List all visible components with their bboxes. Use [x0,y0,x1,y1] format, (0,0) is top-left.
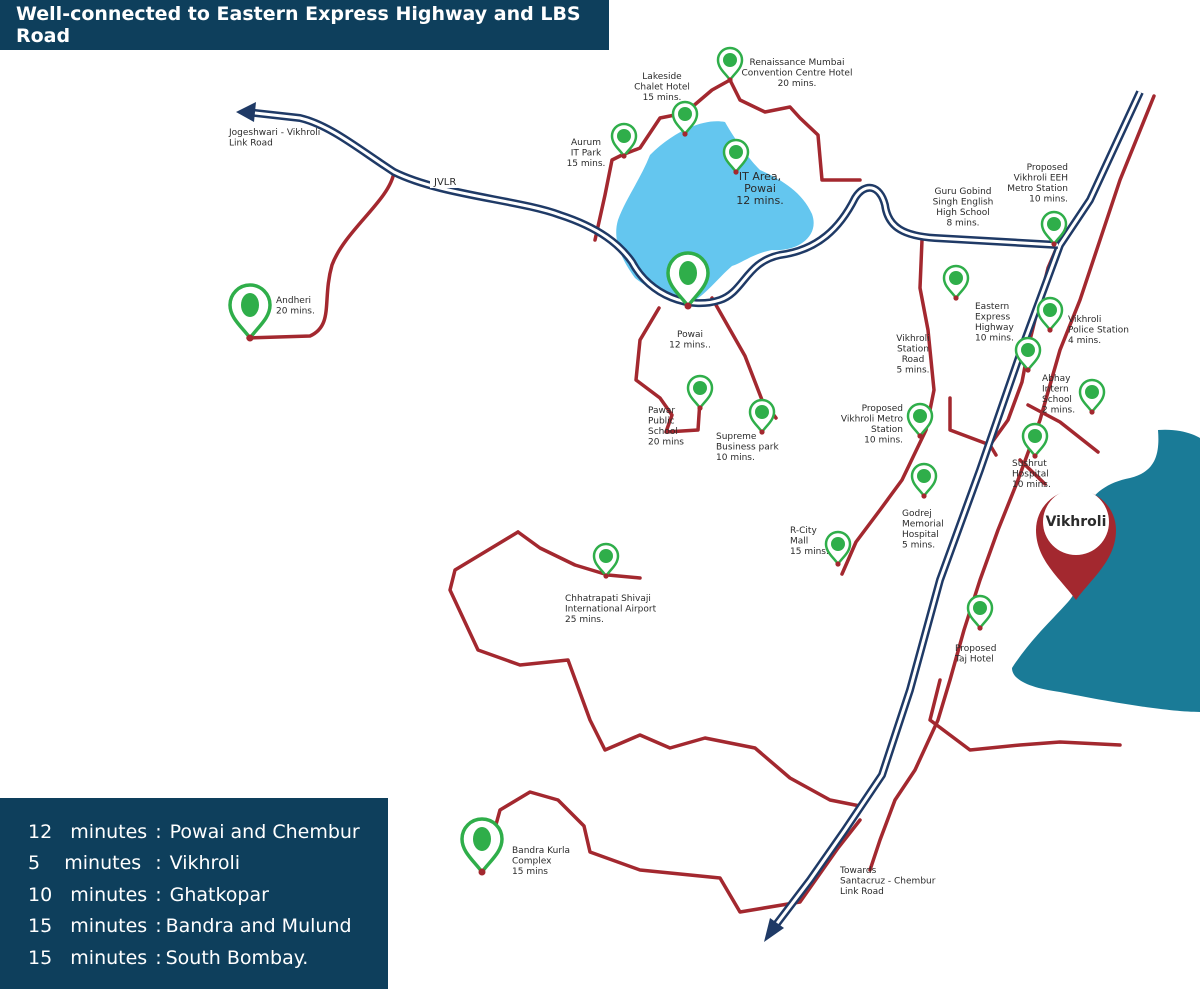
legend-place: Ghatkopar [169,883,269,906]
legend-separator: : [149,852,162,875]
creek-water [1012,429,1200,712]
bkc-pin-icon [460,817,504,878]
vikhroli-marker-label: Vikhroli [1046,514,1107,530]
legend-place: Powai and Chembur [169,820,360,843]
eastern-express-pin-icon [942,264,970,302]
legend-separator: : [155,915,162,938]
legend-minutes: 5 minutes [28,852,142,875]
godrej-pin-icon [910,462,938,500]
abhay-pin-icon [1078,378,1106,416]
aurum-pin-icon [610,122,638,160]
legend-minutes: 10 minutes [28,883,148,906]
west-arrow-icon [236,102,256,122]
supreme-pin-icon [748,398,776,436]
legend-minutes: 15 minutes [28,946,148,969]
legend-minutes: 12 minutes [28,820,148,843]
vikhroli-metro-pin-icon [906,402,934,440]
legend-place: South Bombay. [165,946,309,969]
vikhroli-marker: Vikhroli [1036,489,1116,600]
travel-time-legend: 12 minutes: Powai and Chembur 5 minutes :… [0,798,388,989]
pawar-pin-icon [686,374,714,412]
legend-place: Bandra and Mulund [165,915,352,938]
legend-row: 15 minutes:Bandra and Mulund [28,911,388,943]
taj-pin-icon [966,594,994,632]
legend-separator: : [155,820,162,843]
legend-separator: : [155,883,162,906]
legend-row: 15 minutes:South Bombay. [28,942,388,974]
renaissance-pin-icon [716,46,744,84]
powai-lake [616,121,814,303]
legend-row: 12 minutes: Powai and Chembur [28,816,388,848]
police-pin-icon [1036,296,1064,334]
legend-separator: : [155,946,162,969]
legend-row: 10 minutes: Ghatkopar [28,879,388,911]
legend-row: 5 minutes : Vikhroli [28,848,388,880]
south-arrow-icon [764,918,784,942]
legend-minutes: 15 minutes [28,915,148,938]
jvlr-label: JVLR [433,177,456,188]
legend-place: Vikhroli [169,852,241,875]
page-title: Well-connected to Eastern Express Highwa… [0,0,609,50]
andheri-pin-icon [228,283,272,344]
